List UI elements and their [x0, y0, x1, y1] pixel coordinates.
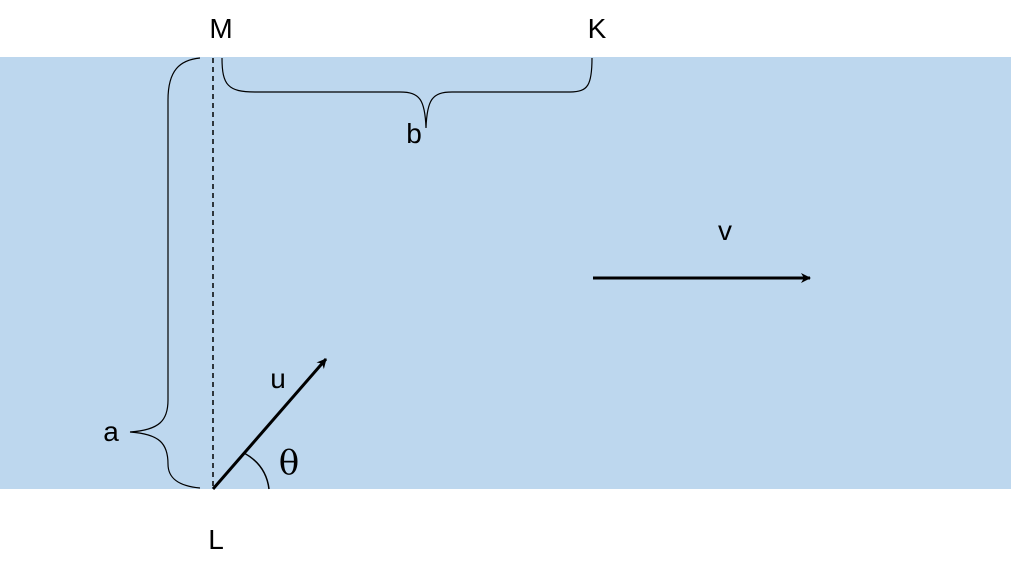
velocity-label-v: v — [718, 215, 732, 246]
brace-a — [129, 57, 201, 489]
velocity-label-u: u — [270, 363, 286, 394]
river-band — [0, 57, 1011, 489]
angle-label-theta: θ — [279, 443, 299, 483]
distance-label-a: a — [103, 416, 119, 447]
point-label-M: M — [209, 13, 232, 44]
angle-arc — [243, 452, 270, 490]
point-label-K: K — [588, 13, 607, 44]
point-label-L: L — [208, 524, 224, 555]
brace-b — [221, 57, 593, 129]
distance-label-b: b — [406, 118, 422, 149]
boat-velocity-arrow — [211, 358, 328, 490]
